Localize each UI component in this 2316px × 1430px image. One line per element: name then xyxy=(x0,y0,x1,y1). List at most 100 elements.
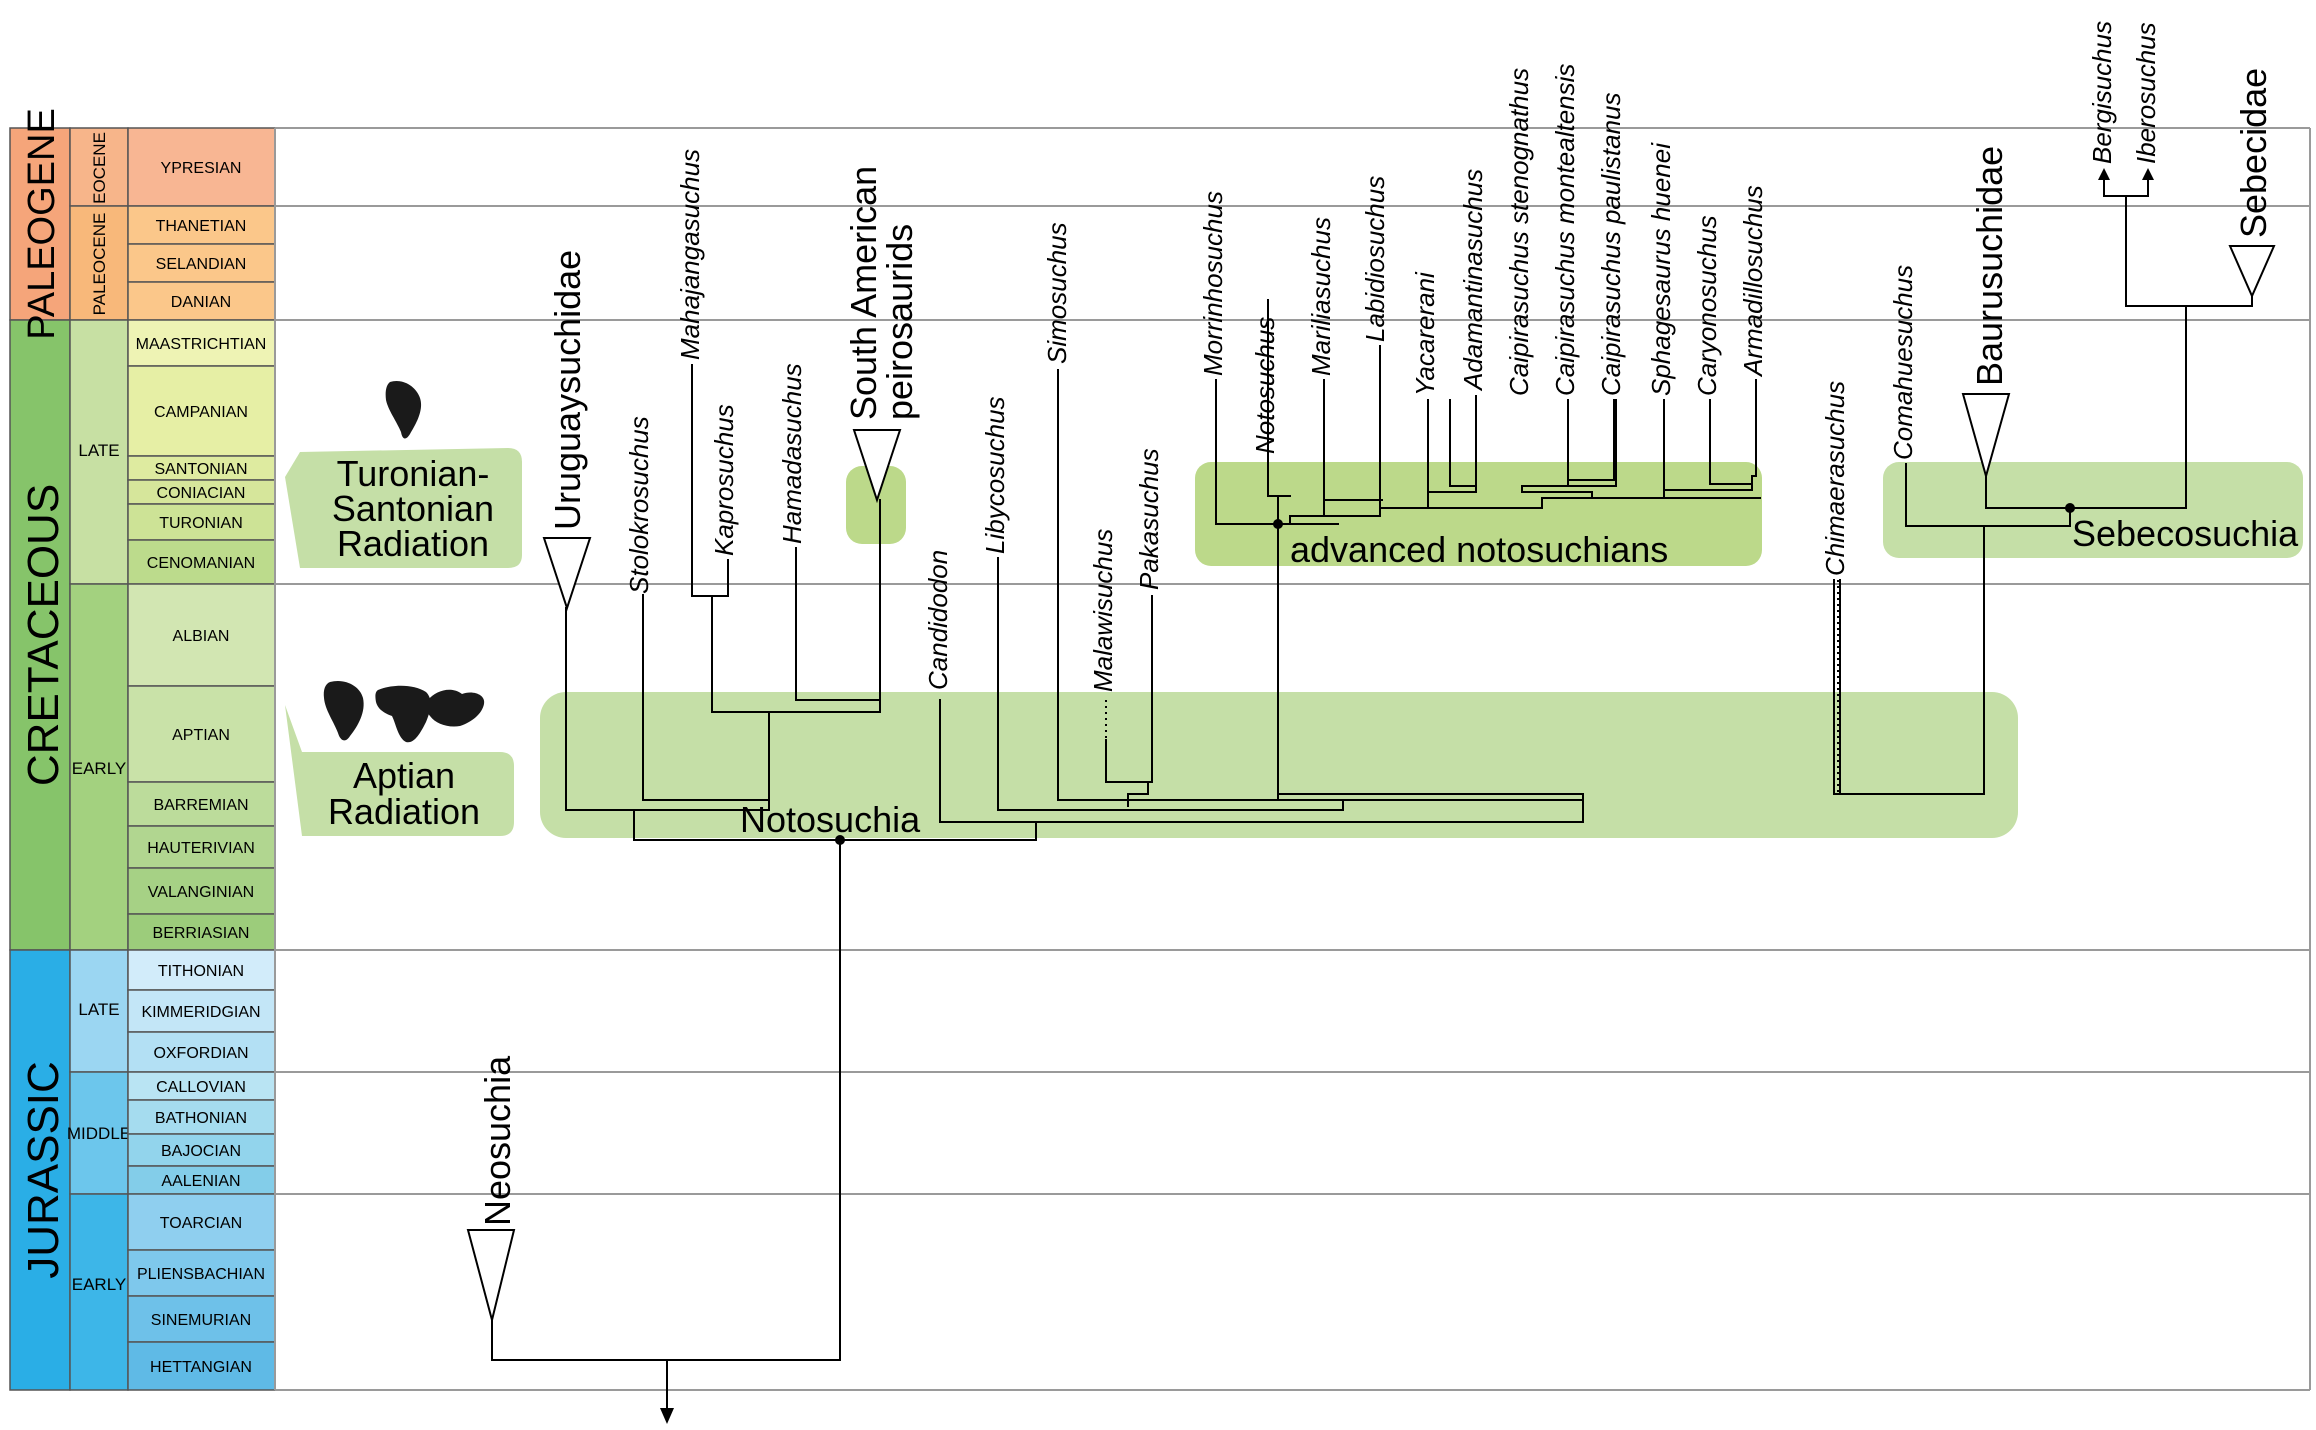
peirosaurid-label-line2: peirosaurids xyxy=(879,224,920,420)
sebecidae-triangle xyxy=(2228,245,2276,299)
period-paleogene-box xyxy=(9,127,71,321)
taxon-label: Stolokrosuchus xyxy=(624,416,654,594)
stage-box xyxy=(127,205,276,245)
stage-label: HETTANGIAN xyxy=(150,1359,252,1376)
taxon-label: Morrinhosuchus xyxy=(1198,191,1228,376)
stage-box xyxy=(127,455,276,481)
stage-label: APTIAN xyxy=(172,727,230,744)
epoch-early-jurassic-label: EARLY xyxy=(72,1275,127,1294)
stage-label: BERRIASIAN xyxy=(153,925,250,942)
bergisuchus-arrow-head xyxy=(2098,168,2110,180)
neosuchia-triangle xyxy=(466,1229,516,1321)
root-arrow-head xyxy=(660,1408,674,1424)
stage-label: MAASTRICHTIAN xyxy=(136,336,267,353)
taxon-label: Pakasuchus xyxy=(1134,448,1164,590)
taxon-label: Bergisuchus xyxy=(2087,21,2117,164)
stage-box xyxy=(127,503,276,541)
stage-label: SELANDIAN xyxy=(156,256,247,273)
taxon-label: Simosuchus xyxy=(1042,222,1072,364)
epoch-column: EOCENE PALEOCENE LATE EARLY LATE MIDDLE … xyxy=(67,127,131,1391)
stage-label: BATHONIAN xyxy=(155,1110,247,1127)
advanced-notosuchians-label: advanced notosuchians xyxy=(1290,529,1668,570)
taxon-label: Labidiosuchus xyxy=(1360,176,1390,342)
sebecosuchia-node xyxy=(2065,503,2075,513)
epoch-early-cretaceous-label: EARLY xyxy=(72,759,127,778)
aptian-line1: Aptian xyxy=(353,755,455,796)
stage-box xyxy=(127,1031,276,1073)
notosuchia-node xyxy=(835,835,845,845)
taxon-label: Adamantinasuchus xyxy=(1458,169,1488,392)
taxon-label: Yacarerani xyxy=(1410,271,1440,396)
grid-lines xyxy=(274,127,2311,1391)
stage-label: CALLOVIAN xyxy=(156,1079,246,1096)
stage-label: SANTONIAN xyxy=(154,461,247,478)
stage-label: VALANGINIAN xyxy=(148,884,254,901)
taxon-label: Caipirasuchus stenognathus xyxy=(1504,68,1534,396)
stage-box xyxy=(127,989,276,1033)
stage-label: BAJOCIAN xyxy=(161,1143,241,1160)
epoch-early-jurassic-box xyxy=(69,1193,129,1391)
epoch-late-jurassic-label: LATE xyxy=(78,1000,119,1019)
stage-box xyxy=(127,539,276,585)
aptian-callout xyxy=(285,705,514,836)
turonian-santonian-callout xyxy=(285,448,522,568)
stage-box xyxy=(127,685,276,783)
epoch-late-cretaceous-label: LATE xyxy=(78,441,119,460)
taxon-label: Caryonosuchus xyxy=(1692,215,1722,396)
peirosaurid-highlight xyxy=(846,466,906,544)
stage-box xyxy=(127,781,276,827)
stage-box xyxy=(127,1099,276,1135)
taxon-label: Hamadasuchus xyxy=(777,363,807,544)
stage-label: YPRESIAN xyxy=(161,160,242,177)
node-dots xyxy=(835,503,2075,845)
stage-label: ALBIAN xyxy=(173,628,230,645)
stage-label: SINEMURIAN xyxy=(151,1312,251,1329)
taxon-label: Malawisuchus xyxy=(1088,529,1118,692)
stage-label: OXFORDIAN xyxy=(153,1045,248,1062)
period-cretaceous-box xyxy=(9,319,71,951)
sebecidae-label: Sebecidae xyxy=(2233,68,2274,238)
stage-label: CAMPANIAN xyxy=(154,404,248,421)
arrows xyxy=(660,168,2154,1424)
taxon-label: Comahuesuchus xyxy=(1888,265,1918,460)
taxon-label: Libycosuchus xyxy=(980,396,1010,554)
taxon-label: Iberosuchus xyxy=(2131,22,2161,164)
range-dots xyxy=(565,300,1907,822)
uruguaysuchidae-triangle xyxy=(542,537,592,612)
taxon-label: Caipirasuchus paulistanus xyxy=(1596,92,1626,396)
asia-silhouette xyxy=(426,689,485,727)
stage-label: BARREMIAN xyxy=(153,797,248,814)
advanced-notosuchians-node xyxy=(1273,519,1283,529)
neosuchia-label: Neosuchia xyxy=(477,1055,518,1226)
stage-label: HAUTERIVIAN xyxy=(147,840,255,857)
stage-label: DANIAN xyxy=(171,294,231,311)
baurusuchidae-label: Baurusuchidae xyxy=(1969,146,2010,386)
epoch-late-cretaceous-box xyxy=(69,319,129,585)
clade-triangles xyxy=(466,245,2276,1321)
clade-labels: Notosuchia advanced notosuchians Sebecos… xyxy=(477,68,2299,1226)
peirosaurid-triangle xyxy=(852,429,902,504)
taxon-label: Candidodon xyxy=(923,550,953,690)
taxon-label: Mariliasuchus xyxy=(1306,217,1336,376)
south-america-silhouette xyxy=(385,380,422,439)
period-column: PALEOGENE CRETACEOUS JURASSIC xyxy=(9,108,71,1391)
stage-label: TOARCIAN xyxy=(160,1215,242,1232)
turonian-santonian-line3: Radiation xyxy=(337,523,489,564)
period-jurassic-label: JURASSIC xyxy=(19,1061,68,1279)
taxon-label: Mahajangasuchus xyxy=(675,149,705,360)
advanced-notosuchians-highlight xyxy=(1195,462,1762,566)
stage-box xyxy=(127,281,276,321)
taxon-label: Notosuchus xyxy=(1250,317,1280,454)
taxon-label: Armadillosuchus xyxy=(1738,185,1768,378)
epoch-middle-jurassic-label: MIDDLE xyxy=(67,1124,131,1143)
stage-box xyxy=(127,949,276,991)
sebecosuchia-highlight xyxy=(1883,462,2303,558)
peirosaurid-label-line1: South American xyxy=(843,166,884,420)
period-jurassic-box xyxy=(9,949,71,1391)
aptian-line2: Radiation xyxy=(328,791,480,832)
stage-label: CENOMANIAN xyxy=(147,555,255,572)
stage-box xyxy=(127,1341,276,1391)
taxon-label: Kaprosuchus xyxy=(709,404,739,556)
epoch-late-jurassic-box xyxy=(69,949,129,1073)
